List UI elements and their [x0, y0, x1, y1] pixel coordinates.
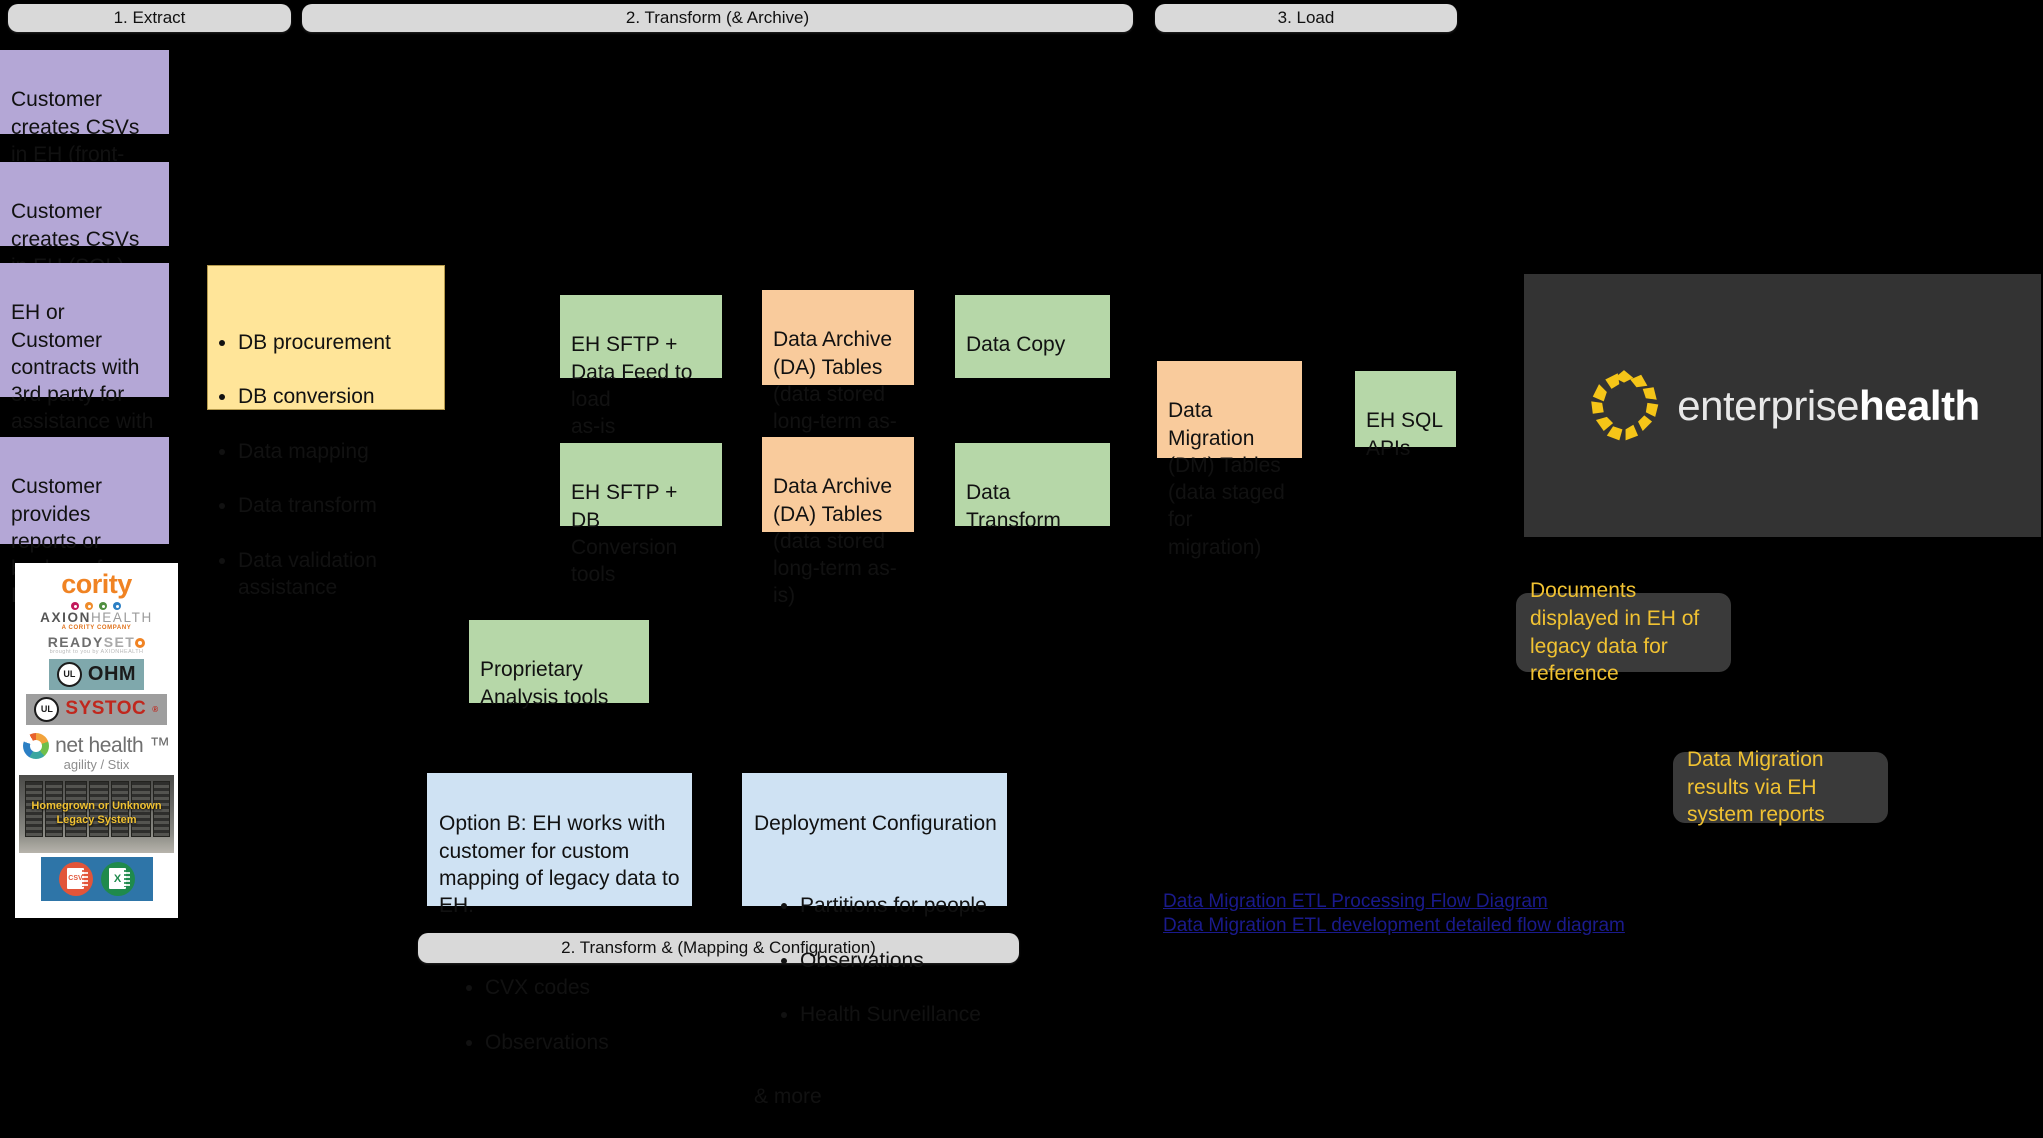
phase-bar-load[interactable]: 3. Load: [1155, 4, 1457, 32]
extract-box-csv-sql[interactable]: Customer creates CSVs in EH (SQL) API fo…: [0, 162, 169, 305]
net-health-text: net health: [55, 734, 144, 757]
readyset-word-s: SET: [103, 633, 136, 650]
transform-box-da-tables-2[interactable]: Data Archive (DA) Tables (data stored lo…: [762, 437, 914, 607]
list-item: Data validation assistance: [238, 547, 434, 602]
transform-box-text: Data Archive (DA) Tables (data stored lo…: [773, 328, 897, 460]
transform-box-data-transform[interactable]: Data Transform: [955, 443, 1110, 532]
extract-box-third-party[interactable]: EH or Customer contracts with 3rd party …: [0, 263, 169, 461]
ohm-text: OHM: [87, 662, 137, 685]
transform-box-dm-tables[interactable]: Data Migration (DM) Tables (data staged …: [1157, 361, 1302, 559]
deployment-configuration-box[interactable]: Deployment Configuration Partitions for …: [742, 773, 1007, 1108]
callout-documents-displayed[interactable]: Documents displayed in EH of legacy data…: [1516, 579, 1731, 685]
callout-text: Documents displayed in EH of legacy data…: [1530, 579, 1700, 686]
link-etl-processing-flow[interactable]: Data Migration ETL Processing Flow Diagr…: [1163, 891, 1548, 912]
axion-health-logo: AXIONHEALTH A CORITY COMPANY: [40, 602, 153, 631]
axion-sub: A CORITY COMPANY: [61, 624, 132, 631]
list-item: Data mapping: [238, 438, 434, 465]
phase-bar-transform-mapping[interactable]: 2. Transform & (Mapping & Configuration): [418, 933, 1019, 963]
ohm-logo: UL OHM: [48, 658, 145, 690]
transform-box-text: Data Archive (DA) Tables (data stored lo…: [773, 475, 897, 608]
systoc-reg: ®: [152, 704, 159, 714]
readyset-sub: brought to you by AXIONHEALTH: [49, 648, 144, 655]
legacy-system-image: Homegrown or Unknown Legacy System: [19, 774, 174, 853]
net-health-ring-icon: [23, 732, 50, 759]
callout-text: Data Migration results via EH system rep…: [1687, 747, 1825, 827]
deployment-configuration-footer: & more: [754, 1085, 822, 1109]
transform-box-da-tables-1[interactable]: Data Archive (DA) Tables (data stored lo…: [762, 290, 914, 460]
list-item: Health Surveillance: [800, 1001, 997, 1028]
document-links: Data Migration ETL Processing Flow Diagr…: [1163, 890, 1763, 939]
axion-word-a: AXION: [40, 610, 91, 625]
readyset-logo: READYSET brought to you by AXIONHEALTH: [47, 633, 146, 655]
transform-box-text: Proprietary Analysis tools: [480, 658, 609, 709]
option-b-list: CVX codes Observations: [439, 947, 682, 1083]
phase-bar-label: 2. Transform (& Archive): [625, 8, 810, 27]
health-word: health: [1859, 381, 1980, 429]
deployment-configuration-list: Partitions for people Observations Healt…: [754, 865, 997, 1056]
list-item: Observations: [800, 947, 997, 974]
list-item: Data transform: [238, 492, 434, 519]
list-item: DB conversion: [238, 383, 434, 410]
vendor-logo-strip: cority AXIONHEALTH A CORITY COMPANY READ…: [15, 563, 178, 918]
readyset-dot-icon: [135, 637, 146, 648]
list-item: Partitions for people: [800, 892, 997, 919]
transform-box-text: EH SFTP + Data Feed to load as-is: [571, 333, 693, 439]
enterprise-health-panel: enterprisehealth: [1524, 274, 2041, 537]
phase-bar-label: 1. Extract: [113, 8, 186, 27]
transform-box-text: EH SFTP + DB Conversion tools: [571, 481, 678, 587]
legacy-system-caption: Homegrown or Unknown Legacy System: [31, 799, 162, 826]
list-item: Observations: [485, 1029, 682, 1056]
callout-dm-results[interactable]: Data Migration results via EH system rep…: [1673, 748, 1888, 826]
phase-bar-label: 2. Transform & (Mapping & Configuration): [561, 938, 876, 957]
extract-box-legacy-reports[interactable]: Customer provides reports or backup of L…: [0, 437, 169, 607]
axion-word-h: HEALTH: [90, 610, 153, 625]
transform-box-eh-sql-apis[interactable]: EH SQL APIs: [1355, 371, 1456, 460]
third-party-services-list: DB procurement DB conversion Data mappin…: [212, 301, 434, 629]
transform-box-text: Data Copy: [966, 333, 1066, 357]
net-health-sub: agility / Stix: [63, 756, 130, 772]
list-item: CVX codes: [485, 974, 682, 1001]
list-item: DB procurement: [238, 329, 434, 356]
axion-dots-icon: [40, 602, 153, 610]
phase-bar-extract[interactable]: 1. Extract: [8, 4, 291, 32]
file-format-icons: CSV X: [40, 856, 153, 901]
systoc-logo: UL SYSTOC ®: [26, 693, 167, 725]
excel-file-icon: X: [100, 861, 135, 896]
enterprise-word: enterprise: [1677, 381, 1860, 429]
transform-box-sftp-data-feed[interactable]: EH SFTP + Data Feed to load as-is: [560, 295, 722, 438]
transform-box-proprietary-analysis[interactable]: Proprietary Analysis tools: [469, 620, 649, 709]
systoc-text: SYSTOC: [65, 698, 147, 719]
third-party-services-box[interactable]: DB procurement DB conversion Data mappin…: [207, 265, 445, 599]
extract-box-csv-frontend[interactable]: Customer creates CSVs in EH (front-end) …: [0, 50, 169, 193]
cority-logo: cority: [61, 569, 132, 599]
net-health-tm: ™: [149, 734, 170, 757]
enterprise-health-sun-icon: [1591, 369, 1659, 440]
enterprise-health-wordmark: enterprisehealth: [1677, 381, 1980, 430]
option-b-box[interactable]: Option B: EH works with customer for cus…: [427, 773, 692, 1054]
transform-box-sftp-db-conversion[interactable]: EH SFTP + DB Conversion tools: [560, 443, 722, 586]
option-b-heading: Option B: EH works with customer for cus…: [439, 812, 680, 918]
csv-file-icon: CSV: [58, 861, 93, 896]
ul-mark-icon: UL: [34, 696, 60, 722]
ul-mark-icon: UL: [56, 661, 82, 687]
transform-box-data-copy[interactable]: Data Copy: [955, 295, 1110, 378]
phase-bar-transform-archive[interactable]: 2. Transform (& Archive): [302, 4, 1133, 32]
link-etl-detailed-flow[interactable]: Data Migration ETL development detailed …: [1163, 915, 1625, 937]
deployment-configuration-heading: Deployment Configuration: [754, 812, 997, 836]
transform-box-text: Data Transform: [966, 481, 1061, 532]
phase-bar-label: 3. Load: [1277, 8, 1335, 27]
transform-box-text: Data Migration (DM) Tables (data staged …: [1168, 399, 1285, 559]
readyset-word-r: READY: [47, 633, 104, 650]
transform-box-text: EH SQL APIs: [1366, 409, 1443, 460]
